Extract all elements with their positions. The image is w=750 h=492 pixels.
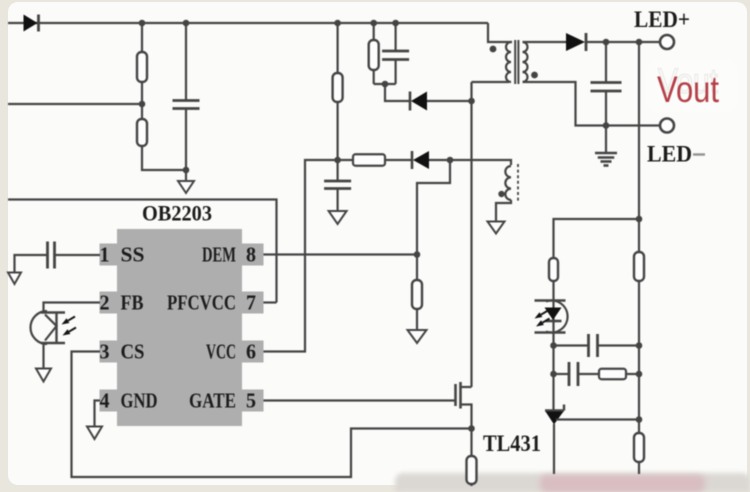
svg-text:Vout: Vout [657, 69, 720, 110]
svg-text:2: 2 [100, 291, 110, 315]
svg-text:PFCVCC: PFCVCC [167, 291, 236, 315]
svg-text:OB2203: OB2203 [142, 201, 212, 226]
svg-text:GND: GND [121, 389, 158, 413]
svg-text:TL431: TL431 [483, 431, 541, 456]
svg-text:8: 8 [246, 243, 256, 267]
svg-text:3: 3 [100, 340, 110, 364]
svg-text:LED+: LED+ [634, 7, 690, 32]
svg-text:LED: LED [647, 142, 692, 167]
svg-text:GATE: GATE [189, 389, 236, 413]
svg-text:DEM: DEM [202, 243, 236, 267]
svg-text:1: 1 [100, 243, 110, 267]
svg-text:FB: FB [121, 291, 144, 315]
svg-text:5: 5 [246, 389, 256, 413]
svg-text:7: 7 [246, 291, 256, 315]
svg-text:6: 6 [246, 340, 256, 364]
svg-text:VCC: VCC [206, 340, 236, 364]
svg-text:SS: SS [121, 243, 145, 267]
svg-text:Vout: Vout [658, 62, 718, 101]
svg-text:4: 4 [100, 389, 110, 413]
svg-text:CS: CS [121, 340, 145, 364]
